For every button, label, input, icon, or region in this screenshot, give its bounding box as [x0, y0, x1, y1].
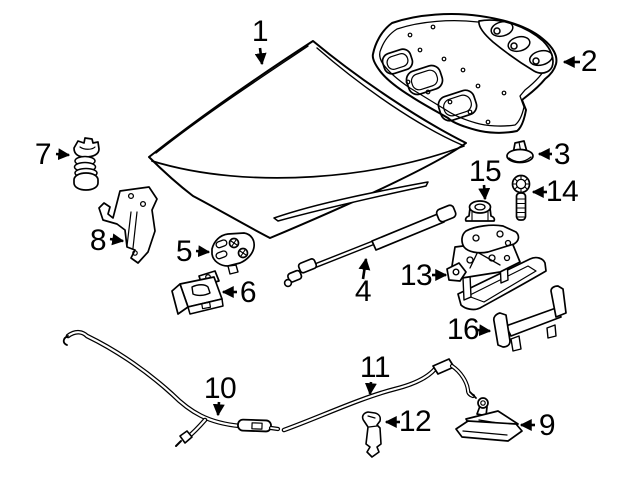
part-release-cable-front — [62, 329, 281, 447]
part-hood-hinge — [446, 224, 547, 311]
callout-arrow-5 — [195, 245, 211, 258]
part-grommet — [464, 200, 496, 222]
part-mounting-plate — [211, 232, 255, 275]
callout-arrow-11 — [364, 381, 377, 396]
callout-arrow-1 — [254, 47, 267, 66]
callout-label-14: 14 — [545, 175, 579, 208]
callout-label-1: 1 — [251, 15, 269, 48]
callout-label-13: 13 — [399, 259, 433, 292]
callout-label-8: 8 — [89, 224, 107, 257]
callout-arrow-7 — [55, 148, 71, 161]
callout-label-5: 5 — [175, 235, 193, 268]
callout-label-16: 16 — [446, 313, 480, 346]
part-support-bracket — [492, 285, 567, 352]
part-bracket — [171, 270, 224, 315]
callout-label-12: 12 — [398, 405, 432, 438]
callout-label-3: 3 — [553, 138, 571, 171]
part-lift-support-strut — [283, 204, 457, 288]
callout-label-15: 15 — [468, 155, 502, 188]
part-hood-panel — [148, 40, 467, 239]
part-cable-clip — [361, 411, 382, 458]
part-stud-spring — [73, 137, 100, 191]
part-insulator-pad — [371, 13, 558, 134]
callout-arrow-8 — [109, 233, 125, 246]
callout-arrow-10 — [212, 401, 225, 417]
part-side-bracket — [98, 186, 158, 264]
part-clip — [506, 140, 534, 164]
callout-label-2: 2 — [580, 45, 598, 78]
callout-label-9: 9 — [538, 409, 556, 442]
callout-label-6: 6 — [239, 276, 257, 309]
callout-label-4: 4 — [354, 275, 372, 308]
callout-arrow-4 — [358, 257, 371, 280]
callout-label-11: 11 — [359, 351, 391, 384]
callout-label-7: 7 — [34, 138, 52, 171]
callout-label-10: 10 — [203, 372, 237, 405]
part-release-cable-rear — [281, 358, 477, 433]
part-bolt — [511, 174, 531, 221]
callout-arrow-15 — [478, 184, 491, 201]
callout-arrow-16 — [476, 324, 492, 337]
part-hood-latch — [455, 397, 523, 442]
